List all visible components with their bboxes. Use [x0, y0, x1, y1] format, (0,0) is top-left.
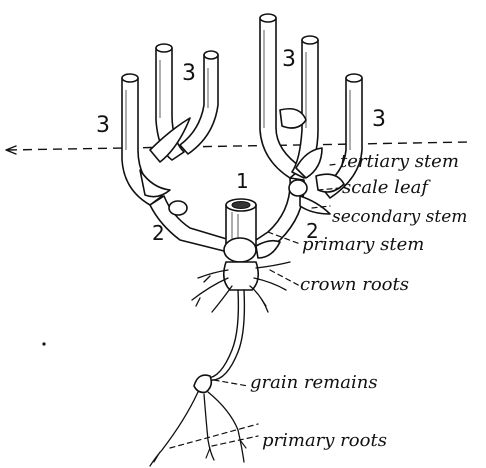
label-3-c: 3: [282, 47, 296, 72]
left-tertiary-stems: [122, 44, 218, 205]
label-secondary-stem: secondary stem: [332, 207, 467, 227]
label-grain-remains: grain remains: [250, 372, 378, 393]
label-crown-roots: crown roots: [300, 274, 409, 295]
label-tertiary-stem: tertiary stem: [340, 151, 459, 172]
mesocotyl-root: [205, 290, 244, 380]
label-scale-leaf: scale leaf: [342, 177, 431, 198]
label-primary-stem: primary stem: [302, 234, 424, 255]
label-1: 1: [236, 169, 249, 193]
label-3-a: 3: [96, 113, 110, 138]
label-primary-roots: primary roots: [262, 430, 387, 451]
crown: [224, 238, 280, 290]
primary-roots-lines: [150, 392, 246, 466]
label-2-left: 2: [152, 221, 165, 245]
grain-remains-shape: [194, 375, 211, 392]
stray-dot: [42, 342, 45, 345]
label-3-d: 3: [372, 107, 386, 132]
label-3-b: 3: [182, 61, 196, 86]
